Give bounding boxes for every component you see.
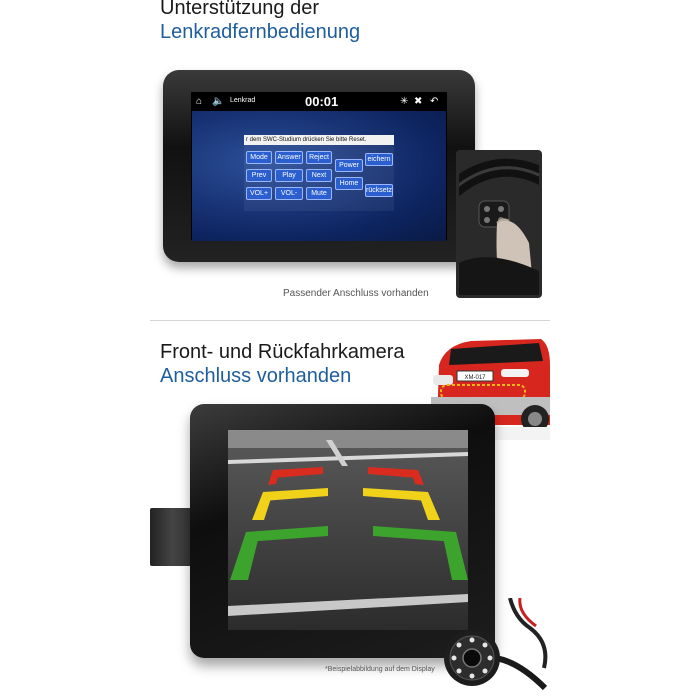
swc-vol-up-button[interactable]: VOL+	[246, 187, 272, 200]
status-bar: ⌂ 🔈 Lenkrad 00:01 ✳ ✖ ↶	[192, 93, 446, 111]
heading-swc-line1: Unterstützung der	[160, 0, 319, 19]
backup-camera-illustration	[444, 597, 548, 691]
guide-line-green-left-tick	[230, 532, 260, 580]
guide-line-green-right	[373, 526, 456, 542]
heading-swc: Unterstützung der Lenkradfernbedienung	[160, 0, 360, 44]
guide-line-yellow-right	[363, 488, 428, 501]
din-mount-bracket	[150, 508, 194, 566]
section-divider	[150, 320, 550, 321]
swc-header: r dem SWC-Studium drücken Sie bitte Rese…	[244, 135, 394, 145]
swc-reject-button[interactable]: Reject	[306, 151, 332, 164]
backup-camera-photo	[440, 597, 550, 700]
swc-home-button[interactable]: Home	[335, 177, 363, 190]
guide-line-red-right-tick	[411, 470, 424, 485]
steering-wheel-photo	[456, 150, 542, 298]
swc-reset-button[interactable]: rücksetz	[365, 184, 393, 197]
home-icon[interactable]: ⌂	[196, 96, 203, 107]
swc-panel: r dem SWC-Studium drücken Sie bitte Rese…	[244, 135, 394, 211]
steering-wheel-illustration	[459, 153, 539, 295]
swc-answer-button[interactable]: Answer	[275, 151, 303, 164]
status-label: Lenkrad	[230, 97, 256, 104]
heading-camera: Front- und Rückfahrkamera Anschluss vorh…	[160, 340, 405, 388]
swc-mute-button[interactable]: Mute	[306, 187, 332, 200]
brightness-icon[interactable]: ✳	[400, 96, 409, 107]
clock: 00:01	[305, 94, 339, 109]
swc-mode-button[interactable]: Mode	[246, 151, 272, 164]
license-plate: XM-017	[464, 375, 486, 381]
heading-swc-line2: Lenkradfernbedienung	[160, 21, 361, 43]
guide-line-yellow-right-tick	[418, 492, 440, 520]
guide-line-yellow-left	[263, 488, 328, 501]
heading-camera-line1: Front- und Rückfahrkamera	[160, 341, 405, 363]
guide-line-green-right-tick	[442, 532, 468, 580]
swc-power-button[interactable]: Power	[335, 159, 363, 172]
caption-connector: Passender Anschluss vorhanden	[283, 288, 429, 299]
swc-vol-down-button[interactable]: VOL-	[275, 187, 303, 200]
settings-icon[interactable]: ✖	[414, 96, 423, 107]
guide-line-red-left	[273, 467, 323, 478]
swc-prev-button[interactable]: Prev	[246, 169, 272, 182]
caption-example: *Beispielabbildung auf dem Display	[325, 666, 435, 673]
swc-screen-body: r dem SWC-Studium drücken Sie bitte Rese…	[192, 111, 446, 241]
head-unit-camera	[190, 404, 495, 658]
head-unit-swc: ⌂ 🔈 Lenkrad 00:01 ✳ ✖ ↶ r dem SWC-Studiu…	[163, 70, 475, 262]
back-icon[interactable]: ↶	[430, 96, 439, 107]
guide-line-green-left	[246, 526, 328, 542]
parking-guide-view	[228, 430, 468, 630]
camera-view-screen	[228, 430, 468, 630]
swc-next-button[interactable]: Next	[306, 169, 332, 182]
swc-play-button[interactable]: Play	[275, 169, 303, 182]
guide-line-red-left-tick	[268, 470, 280, 485]
head-unit-screen: ⌂ 🔈 Lenkrad 00:01 ✳ ✖ ↶ r dem SWC-Studiu…	[191, 92, 447, 241]
speaker-icon[interactable]: 🔈	[212, 96, 225, 107]
heading-camera-line2: Anschluss vorhanden	[160, 365, 352, 387]
swc-save-button[interactable]: eichern	[365, 153, 393, 166]
guide-line-yellow-left-tick	[252, 492, 273, 520]
guide-line-red-right	[368, 467, 418, 478]
